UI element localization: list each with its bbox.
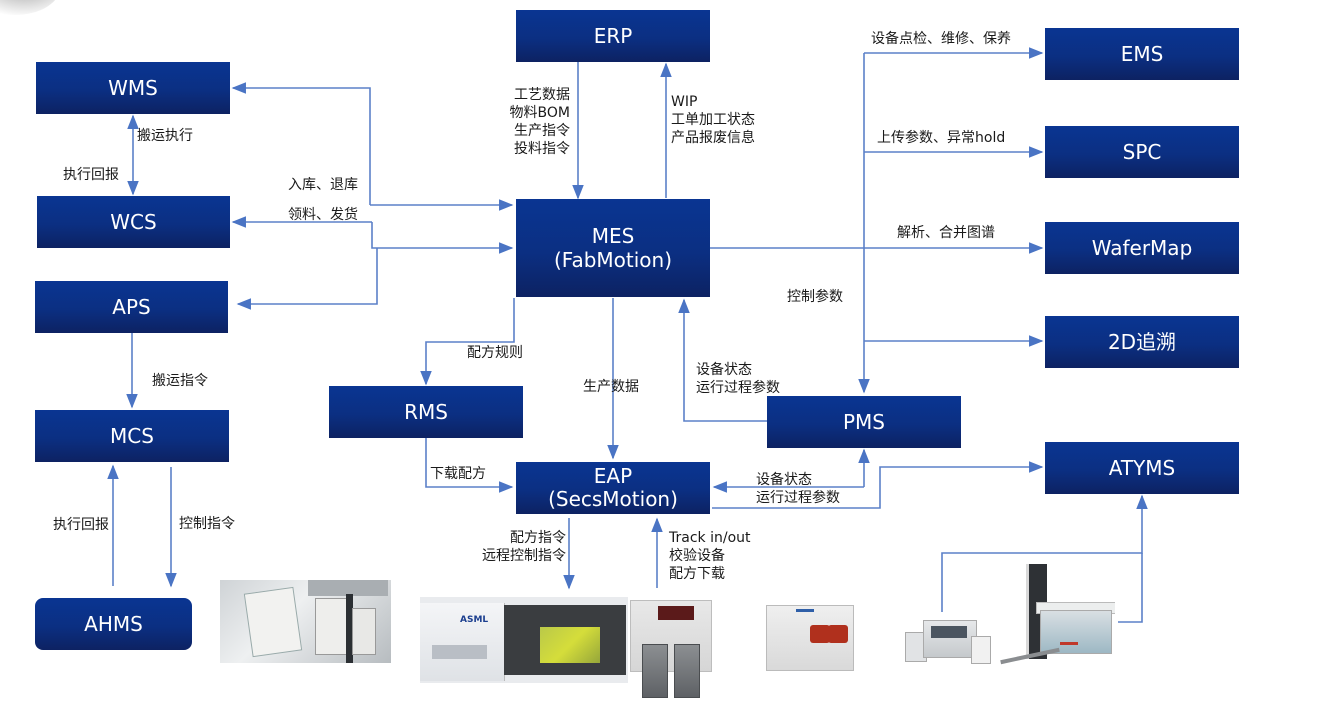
label-line: 物料BOM <box>509 105 570 121</box>
label-line: 控制指令 <box>179 516 235 532</box>
label-line: 配方下载 <box>669 566 725 582</box>
node-mes-label: MES <box>591 224 635 248</box>
label-wms-wcs-exec: 搬运执行 <box>137 127 193 145</box>
label-line: 远程控制指令 <box>482 548 566 564</box>
label-line: 投料指令 <box>514 141 570 157</box>
label-mes-spc: 上传参数、异常hold <box>877 129 1005 147</box>
node-ems: EMS <box>1045 28 1239 80</box>
node-aps: APS <box>35 281 228 333</box>
label-equipment-eap: Track in/out 校验设备 配方下载 <box>669 529 751 583</box>
node-atyms-label: ATYMS <box>1108 456 1176 480</box>
test-handler-photo <box>905 610 1000 668</box>
label-aps-mcs: 搬运指令 <box>152 372 208 390</box>
label-line: 搬运指令 <box>152 373 208 389</box>
label-line: Track in/out <box>669 530 751 546</box>
label-pms-mes-status: 设备状态 运行过程参数 <box>696 361 780 397</box>
node-pms-label: PMS <box>842 410 885 434</box>
label-line: 执行回报 <box>53 517 109 533</box>
connector-mes-aps <box>236 248 378 310</box>
label-line: 运行过程参数 <box>696 380 780 396</box>
node-wms: WMS <box>36 62 230 114</box>
node-wafermap-label: WaferMap <box>1091 236 1193 260</box>
node-2d-trace-label: 2D追溯 <box>1107 330 1177 354</box>
label-line: 校验设备 <box>669 548 725 564</box>
label-line: 控制参数 <box>787 289 843 305</box>
label-mes-pms-control: 控制参数 <box>787 288 843 306</box>
track-equipment-photo <box>630 600 712 698</box>
node-ems-label: EMS <box>1120 42 1164 66</box>
connector-wcs-mes <box>371 222 514 254</box>
label-line: 解析、合并图谱 <box>897 225 995 241</box>
label-mcs-ahms-control: 控制指令 <box>179 515 235 533</box>
node-erp: ERP <box>516 10 710 62</box>
label-line: 设备状态 <box>756 472 812 488</box>
label-line: 配方规则 <box>467 345 523 361</box>
wafer-processing-tool-photo <box>766 603 854 673</box>
label-rms-eap-download: 下载配方 <box>430 465 486 483</box>
node-mcs: MCS <box>35 410 229 462</box>
label-line: 运行过程参数 <box>756 490 840 506</box>
asml-logo: ASML <box>460 615 489 625</box>
label-wcs-wms-report: 执行回报 <box>63 166 119 184</box>
label-erp-mes: 工艺数据 物料BOM 生产指令 投料指令 <box>496 86 570 158</box>
node-spc-label: SPC <box>1122 140 1162 164</box>
label-wms-mes-inout: 入库、退库 <box>288 176 358 194</box>
label-eap-pms-status: 设备状态 运行过程参数 <box>756 471 840 507</box>
label-line: 工艺数据 <box>514 87 570 103</box>
label-line: 设备状态 <box>696 362 752 378</box>
node-eap-sublabel: (SecsMotion) <box>548 487 678 511</box>
label-mes-rms-recipe: 配方规则 <box>467 344 523 362</box>
node-aps-label: APS <box>112 295 151 319</box>
label-line: 工单加工状态 <box>671 112 755 128</box>
node-mcs-label: MCS <box>110 424 154 448</box>
label-line: 入库、退库 <box>288 177 358 193</box>
label-line: 生产指令 <box>514 123 570 139</box>
node-spc: SPC <box>1045 126 1239 178</box>
node-wafermap: WaferMap <box>1045 222 1239 274</box>
label-mes-ems: 设备点检、维修、保养 <box>871 30 1011 48</box>
connector-mes-rms <box>420 298 515 386</box>
label-mes-wafermap: 解析、合并图谱 <box>897 224 995 242</box>
label-line: 上传参数、异常hold <box>877 130 1006 146</box>
node-erp-label: ERP <box>593 24 633 48</box>
node-pms: PMS <box>767 396 961 448</box>
node-ahms-label: AHMS <box>84 612 143 636</box>
node-ahms: AHMS <box>35 598 192 650</box>
label-wcs-mes-material: 领料、发货 <box>288 206 358 224</box>
node-mes-sublabel: (FabMotion) <box>553 248 673 272</box>
node-rms-label: RMS <box>404 400 448 424</box>
node-atyms: ATYMS <box>1045 442 1239 494</box>
label-ahms-mcs-report: 执行回报 <box>53 516 109 534</box>
node-rms: RMS <box>329 386 523 438</box>
label-line: 设备点检、维修、保养 <box>871 31 1011 47</box>
label-eap-equipment-cmd: 配方指令 远程控制指令 <box>466 529 566 565</box>
label-line: 产品报废信息 <box>671 130 755 146</box>
connector-stocker-atyms <box>1118 553 1143 623</box>
label-mes-eap-prod: 生产数据 <box>583 378 639 396</box>
ahms-transport-unit-photo <box>220 580 391 663</box>
node-wcs: WCS <box>37 196 230 248</box>
label-line: 搬运执行 <box>137 128 193 144</box>
corner-decoration <box>0 0 60 15</box>
node-wms-label: WMS <box>108 76 158 100</box>
node-wcs-label: WCS <box>110 210 157 234</box>
label-line: 配方指令 <box>510 530 566 546</box>
label-line: 执行回报 <box>63 167 119 183</box>
label-line: 生产数据 <box>583 379 639 395</box>
label-line: WIP <box>671 94 698 110</box>
label-line: 下载配方 <box>430 466 486 482</box>
node-eap: EAP (SecsMotion) <box>516 462 710 514</box>
node-mes: MES (FabMotion) <box>516 199 710 297</box>
label-mes-erp: WIP 工单加工状态 产品报废信息 <box>671 93 755 147</box>
node-eap-label: EAP <box>593 464 633 488</box>
label-line: 领料、发货 <box>288 207 358 223</box>
asml-lithography-tool-photo: ASML <box>420 597 628 683</box>
node-2d-trace: 2D追溯 <box>1045 316 1239 368</box>
stocker-loader-photo <box>1000 562 1115 670</box>
